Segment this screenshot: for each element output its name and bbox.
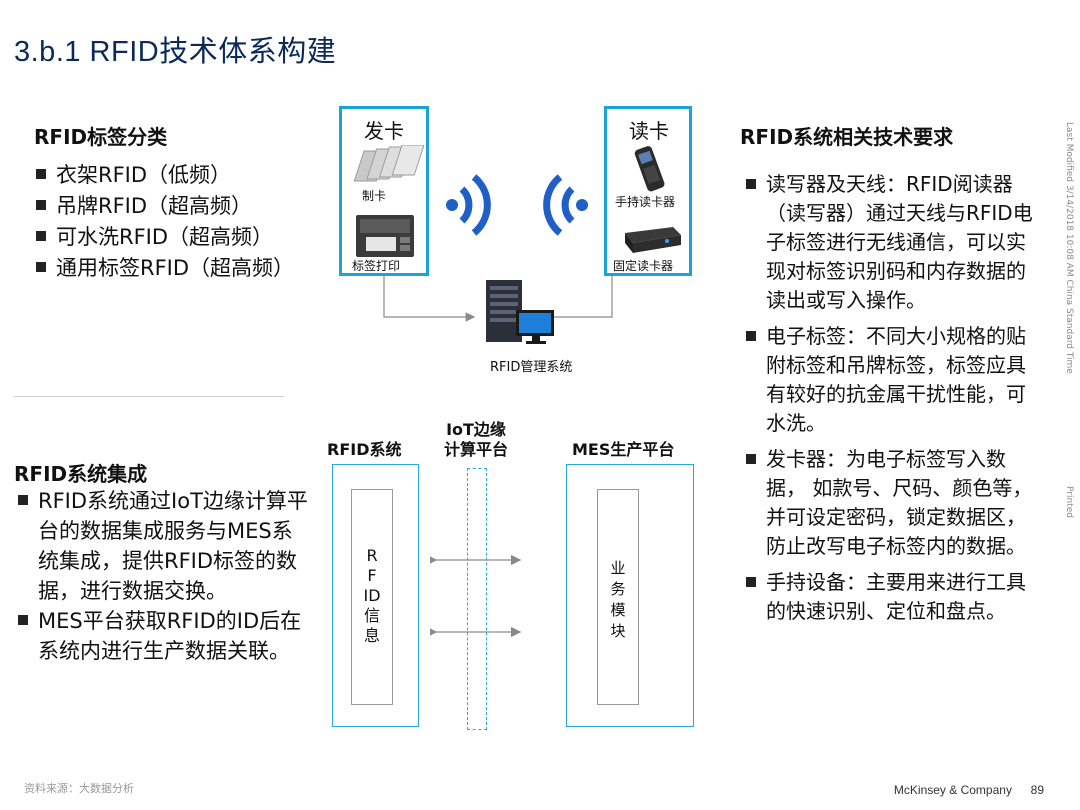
label-print-label: 标签打印 [352, 259, 401, 273]
business-module-char: 业 [610, 559, 626, 577]
card-reader-label: 读卡 [629, 119, 669, 143]
integration-list: RFID系统通过IoT边缘计算平台的数据集成服务与MES系统集成，提供RFID标… [16, 486, 311, 666]
tag-types-heading: RFID标签分类 [34, 125, 168, 149]
list-item: RFID系统通过IoT边缘计算平台的数据集成服务与MES系统集成，提供RFID标… [16, 486, 311, 606]
wireless-signal-icon [446, 174, 491, 236]
list-item: 读写器及天线：RFID阅读器（读写器）通过天线与RFID电子标签进行无线通信，可… [744, 170, 1040, 315]
wireless-signal-icon [543, 174, 588, 236]
list-item: 电子标签：不同大小规格的贴附标签和吊牌标签，标签应具有较好的抗金属干扰性能，可水… [744, 322, 1040, 438]
rfid-cards-icon [353, 145, 425, 182]
card-reader-box: 读卡 手持读卡器 固定读卡器 [604, 106, 692, 276]
list-item: 可水洗RFID（超高频） [34, 222, 299, 253]
rfid-system-heading: RFID系统 [327, 440, 402, 459]
server-connectors [379, 270, 617, 322]
tag-types-list: 衣架RFID（低频） 吊牌RFID（超高频） 可水洗RFID（超高频） 通用标签… [34, 160, 299, 284]
data-exchange-arrows [430, 554, 522, 638]
card-make-label: 制卡 [362, 189, 387, 203]
iot-platform-heading: IoT边缘 计算平台 [444, 420, 508, 460]
requirements-heading: RFID系统相关技术要求 [740, 125, 954, 149]
page-number: 89 [1030, 783, 1044, 797]
rfid-info-char: 息 [363, 626, 380, 645]
rfid-info-char: F [367, 566, 377, 585]
list-item: 通用标签RFID（超高频） [34, 253, 299, 284]
list-item: 衣架RFID（低频） [34, 160, 299, 191]
handheld-reader-label: 手持读卡器 [615, 195, 676, 209]
business-module-char: 块 [610, 622, 626, 640]
last-modified-meta: Last Modified 3/14/2018 10:08 AM China S… [1064, 122, 1074, 374]
rfid-system-box: R F ID 信 息 [332, 464, 419, 727]
fixed-reader-label: 固定读卡器 [613, 259, 674, 273]
label-printer-icon [356, 215, 414, 257]
business-module-char: 模 [610, 601, 626, 619]
rfid-info-char: R [366, 546, 378, 565]
rfid-management-label: RFID管理系统 [490, 360, 573, 375]
page-title: 3.b.1 RFID技术体系构建 [14, 36, 337, 68]
list-item: 吊牌RFID（超高频） [34, 191, 299, 222]
handheld-reader-icon [634, 146, 665, 192]
printed-meta: Printed [1064, 486, 1074, 518]
section-divider [14, 396, 284, 397]
requirements-list: 读写器及天线：RFID阅读器（读写器）通过天线与RFID电子标签进行无线通信，可… [744, 170, 1040, 633]
fixed-reader-icon [625, 227, 681, 253]
iot-platform-line2: 计算平台 [444, 440, 509, 459]
list-item: 手持设备：主要用来进行工具的快速识别、定位和盘点。 [744, 568, 1040, 626]
list-item: 发卡器：为电子标签写入数据， 如款号、尺码、颜色等，并可设定密码，锁定数据区，防… [744, 445, 1040, 561]
card-issuer-label: 发卡 [364, 119, 404, 143]
card-issuer-box: 发卡 制卡 标签打印 [339, 106, 429, 276]
rfid-info-box: R F ID 信 息 [351, 489, 393, 705]
mes-platform-box: 业 务 模 块 [566, 464, 694, 727]
rfid-info-char: ID [363, 586, 381, 605]
business-module-char: 务 [610, 580, 626, 598]
iot-platform-column [467, 468, 487, 730]
rfid-info-char: 信 [363, 606, 380, 625]
list-item: MES平台获取RFID的ID后在系统内进行生产数据关联。 [16, 606, 311, 666]
business-module-box: 业 务 模 块 [597, 489, 639, 705]
footer-company: McKinsey & Company 89 [894, 783, 1044, 797]
iot-platform-line1: IoT边缘 [446, 420, 506, 439]
source-note: 资料来源：大数据分析 [24, 782, 134, 795]
server-icon [486, 280, 554, 344]
company-name: McKinsey & Company [893, 783, 1012, 797]
integration-heading: RFID系统集成 [14, 462, 148, 486]
business-module-text: 业 务 模 块 [598, 558, 638, 642]
mes-platform-heading: MES生产平台 [572, 440, 675, 459]
rfid-info-text: R F ID 信 息 [352, 546, 392, 646]
